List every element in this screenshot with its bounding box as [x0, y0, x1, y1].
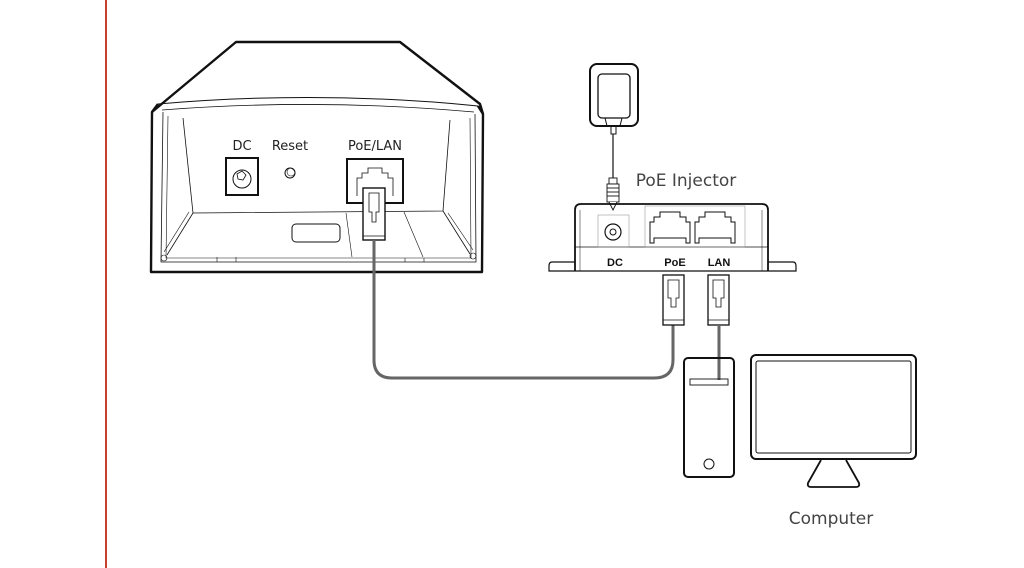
dc-plug [606, 177, 620, 212]
ethernet-cable-ap-to-injector [372, 240, 675, 380]
ap-rj45-plug [362, 187, 386, 241]
mounting-slot [291, 223, 341, 243]
poe-injector-label: PoE Injector [636, 171, 737, 191]
access-point-device [149, 40, 485, 274]
ap-dc-port-label: DC [232, 139, 251, 154]
injector-lan-rj45-plug [707, 274, 730, 326]
ap-poe-lan-port-label: PoE/LAN [348, 139, 402, 154]
computer-tower [683, 357, 735, 478]
power-adapter [589, 63, 639, 135]
injector-poe-port [649, 211, 691, 244]
injector-dc-port [604, 223, 622, 241]
injector-lan-port-label: LAN [708, 257, 731, 269]
poe-injector-device [548, 203, 797, 272]
ap-reset-button [284, 167, 296, 179]
computer-label: Computer [789, 509, 874, 529]
injector-dc-port-label: DC [607, 257, 623, 269]
ap-dc-port [225, 157, 259, 196]
computer-monitor [750, 354, 917, 488]
power-button-icon [703, 458, 715, 470]
injector-lan-port [694, 211, 736, 244]
ap-reset-label: Reset [272, 139, 308, 154]
injector-poe-port-label: PoE [664, 257, 685, 269]
injector-poe-rj45-plug [662, 274, 685, 326]
